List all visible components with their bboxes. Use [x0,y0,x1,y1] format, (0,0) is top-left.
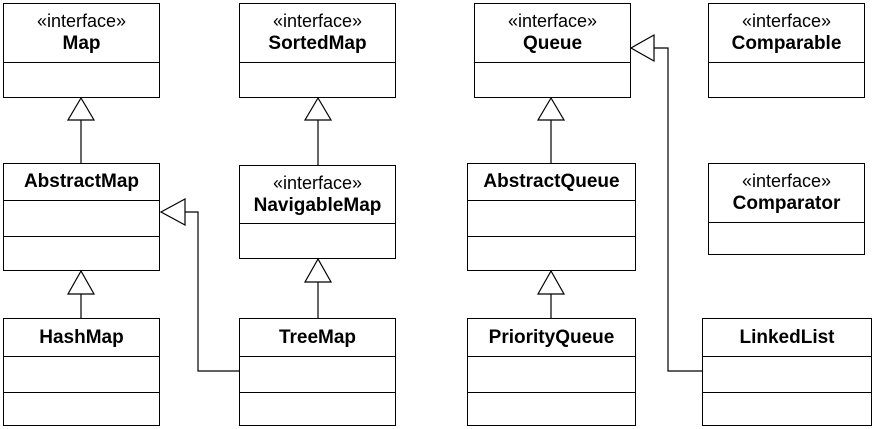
attributes-section [240,224,395,258]
arrowhead-sortedmap [303,96,333,121]
class-queue: «interface» Queue [474,3,631,98]
arrowhead-abstractmap-side [159,197,186,227]
class-abstract-map: AbstractMap [3,163,160,271]
stereotype-label: «interface» [272,172,363,193]
edge-treemap-abstractmap [185,211,239,372]
attributes-section [240,63,395,97]
stereotype-label: «interface» [36,11,127,31]
arrowhead-abstractqueue [536,269,566,295]
stereotype-label: «interface» [741,171,832,191]
class-name: Comparator [732,193,841,214]
operations-section [468,237,635,270]
class-map: «interface» Map [3,3,160,98]
attributes-section [475,63,630,97]
class-comparator: «interface» Comparator [708,163,865,255]
stereotype-label: «interface» [741,11,832,31]
stereotype-label: «interface» [272,11,363,31]
attributes-section [709,223,864,254]
class-linked-list: LinkedList [702,318,872,426]
attributes-section [703,357,871,393]
arrowhead-queue-side [629,33,655,63]
operations-section [468,393,635,425]
class-name: Comparable [731,33,842,54]
class-name: TreeMap [278,326,357,348]
class-tree-map: TreeMap [239,318,396,426]
arrowhead-map [66,96,96,121]
class-name: HashMap [39,326,124,348]
class-name: AbstractMap [23,171,140,192]
stereotype-label: «interface» [507,11,598,31]
attributes-section [4,63,159,97]
attributes-section [709,63,864,97]
attributes-section [4,201,159,237]
operations-section [4,237,159,270]
class-sorted-map: «interface» SortedMap [239,3,396,98]
class-name: Queue [522,33,583,54]
class-abstract-queue: AbstractQueue [467,163,636,271]
operations-section [703,393,871,425]
class-name: Map [62,33,101,54]
class-navigable-map: «interface» NavigableMap [239,165,396,259]
class-comparable: «interface» Comparable [708,3,865,98]
arrowhead-queue [536,96,566,121]
class-name: PriorityQueue [488,326,615,348]
class-hash-map: HashMap [3,318,160,426]
edge-linkedlist-queue [654,47,702,372]
arrowhead-navigablemap [303,257,333,283]
class-name: NavigableMap [253,194,382,216]
operations-section [4,393,159,425]
class-priority-queue: PriorityQueue [467,318,636,426]
attributes-section [240,357,395,393]
attributes-section [468,357,635,393]
class-name: SortedMap [268,33,367,54]
arrowhead-abstractmap-bottom [66,269,96,295]
class-name: AbstractQueue [483,171,620,192]
attributes-section [468,201,635,237]
attributes-section [4,357,159,393]
class-name: LinkedList [739,326,835,348]
operations-section [240,393,395,425]
